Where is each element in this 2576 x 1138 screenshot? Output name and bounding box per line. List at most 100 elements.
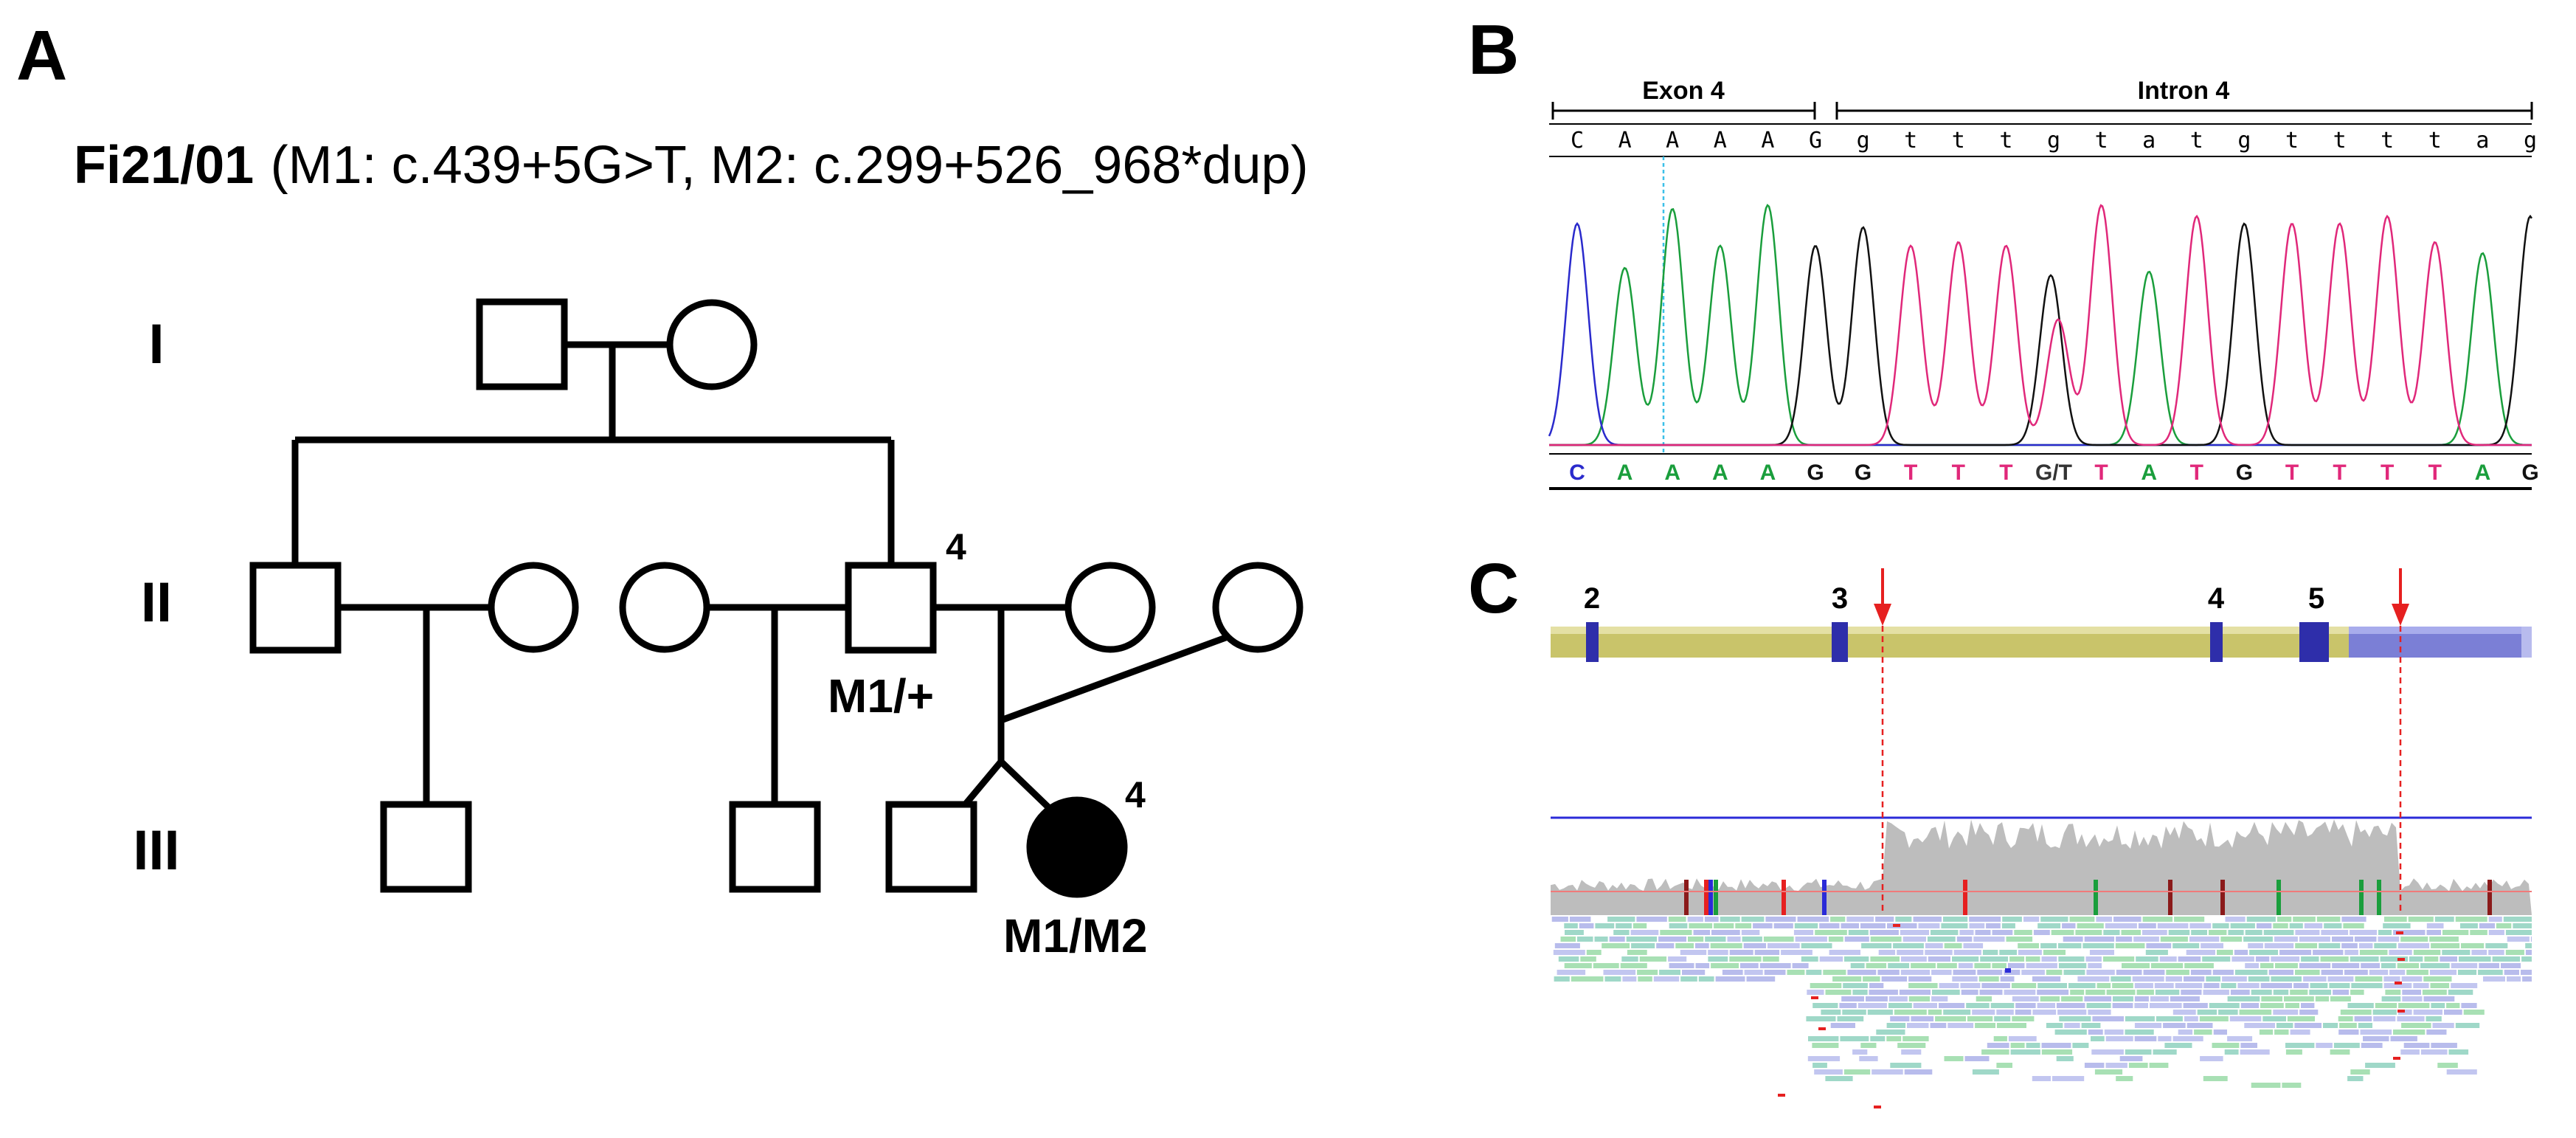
read-block [1763,937,1794,942]
read-block [2046,970,2063,975]
reference-base: A [1761,128,1774,154]
read-block [1746,976,1776,982]
variant-bar [2168,880,2172,915]
read-block [1621,956,1638,962]
read-block [1992,963,2007,968]
read-block [1963,943,1984,948]
read-block [2406,970,2428,975]
read-block [1795,937,1827,942]
read-mismatch [2005,968,2011,973]
read-block [2015,1010,2032,1015]
read-block [1821,1010,1841,1015]
read-block [2330,996,2351,1001]
read-block [2384,917,2407,922]
read-block [1974,963,1991,968]
read-block [2282,1083,2302,1088]
read-block [1669,923,1688,928]
read-block [2032,1010,2057,1015]
read-block [2444,1010,2462,1015]
read-block [1890,1063,1922,1068]
read-block [2234,950,2248,955]
read-block [1861,943,1892,948]
read-block [2301,956,2319,962]
read-block [2134,1023,2162,1028]
read-block [2471,950,2487,955]
read-block [2420,1049,2448,1055]
read-block [2505,950,2524,955]
read-block [1636,917,1667,922]
read-block [2413,1010,2442,1015]
read-block [2293,917,2316,922]
read-block [2273,990,2289,995]
read-block [1843,983,1868,988]
read-block [1637,970,1658,975]
read-block [1720,917,1740,922]
read-block [2369,970,2389,975]
read-block [2149,1063,2169,1068]
read-block [1604,976,1621,982]
read-block [2015,1003,2036,1008]
panel-c: C 2 3 4 5 [1468,549,2532,1108]
read-block [2089,950,2114,955]
read-block [1781,950,1812,955]
read-block [2206,976,2221,982]
read-block [1961,990,1978,995]
read-block [1729,956,1762,962]
read-block [2115,943,2145,948]
read-block [1877,970,1900,975]
read-block [1939,1003,1965,1008]
read-block [1866,963,1887,968]
read-block [2011,983,2037,988]
called-base: G [1807,461,1824,485]
read-block [1977,970,2003,975]
read-block [1888,996,1908,1001]
read-block [2084,996,2112,1001]
read-block [1557,970,1586,975]
read-block [1832,976,1862,982]
read-block [1872,1069,1903,1075]
read-block [2032,1076,2051,1081]
read-block [2181,990,2202,995]
read-mismatch [2395,982,2402,984]
read-block [1944,1056,1964,1061]
read-block [2315,996,2329,1001]
read-block [1743,943,1767,948]
read-block [2234,970,2268,975]
reference-base: t [1999,128,2012,154]
pedigree-male-III-1 [380,801,472,893]
read-block [2134,983,2153,988]
read-block [2004,990,2036,995]
read-block [1669,963,1694,968]
read-block [2018,950,2042,955]
read-block [2504,970,2519,975]
panel-c-label: C [1468,549,1519,628]
read-block [2213,1030,2227,1035]
read-block [1975,930,1991,935]
read-mismatch [1874,1106,1881,1108]
read-block [2222,976,2247,982]
read-block [2501,963,2521,968]
read-block [1806,970,1822,975]
read-block [2202,956,2231,962]
read-block [2393,930,2426,935]
read-block [2134,996,2149,1001]
read-block [2401,1023,2431,1028]
called-base: G/T [2035,461,2072,485]
read-block [2442,930,2469,935]
read-block [2268,970,2293,975]
read-block [2248,976,2270,982]
read-block [1830,1023,1855,1028]
read-block [1660,930,1692,935]
read-block [2113,996,2133,1001]
read-block [2172,1036,2203,1041]
read-block [1996,1023,2026,1028]
read-block [2365,1063,2395,1068]
read-block [2437,1063,2458,1068]
reference-base: t [1952,128,1965,154]
read-block [2209,930,2227,935]
read-block [2194,1030,2212,1035]
read-block [1819,956,1843,962]
called-base: G [1855,461,1872,485]
called-base: T [2285,461,2299,485]
read-block [2056,1056,2074,1061]
